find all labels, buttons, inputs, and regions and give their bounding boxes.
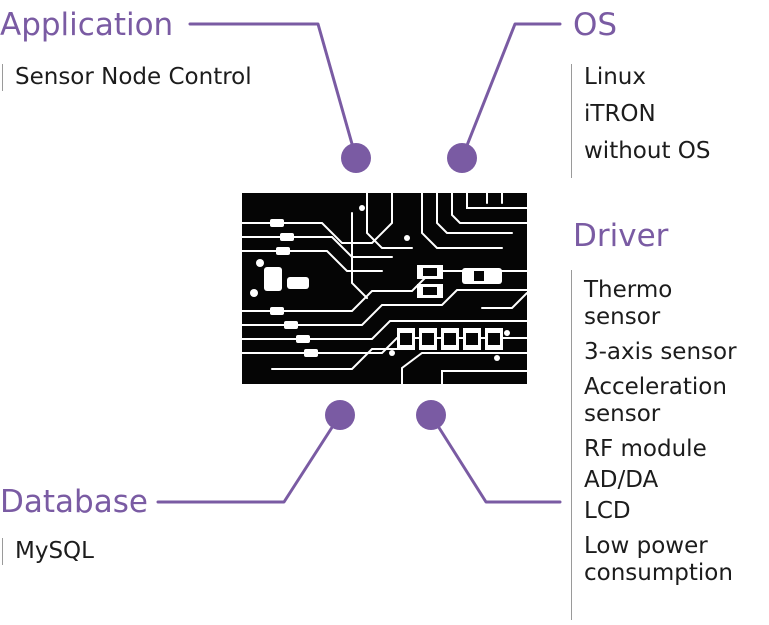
database-item: MySQL [15,538,94,564]
os-item: without OS [584,138,711,164]
database-dot [325,400,355,430]
os-group: Linux iTRON without OS [571,64,710,178]
driver-dot [416,400,446,430]
application-heading: Application [0,7,174,43]
driver-heading: Driver [573,218,669,254]
application-dot [341,143,371,173]
driver-connector [429,413,562,504]
circuit-board-image [241,192,528,385]
os-dot [447,143,477,173]
application-item: Sensor Node Control [15,64,252,90]
os-item: iTRON [584,101,656,127]
driver-item: sensor [584,401,661,427]
database-heading: Database [0,484,148,520]
os-connector [460,22,562,160]
driver-item: 3-axis sensor [584,339,737,365]
os-item: Linux [584,64,646,90]
driver-item: Thermo [584,277,673,303]
driver-group: Thermo sensor 3-axis sensor Acceleration… [571,270,737,620]
os-heading: OS [573,7,618,43]
driver-item: Acceleration [584,374,727,400]
driver-item: consumption [584,560,733,586]
application-connector [188,22,358,160]
database-group: MySQL [2,538,94,565]
driver-item: sensor [584,304,661,330]
application-group: Sensor Node Control [2,64,252,91]
driver-item: Low power [584,533,708,559]
driver-item: AD/DA [584,467,659,493]
driver-item: RF module [584,436,707,462]
circuit-board-icon [241,192,528,385]
database-connector [156,413,342,504]
driver-item: LCD [584,498,631,524]
